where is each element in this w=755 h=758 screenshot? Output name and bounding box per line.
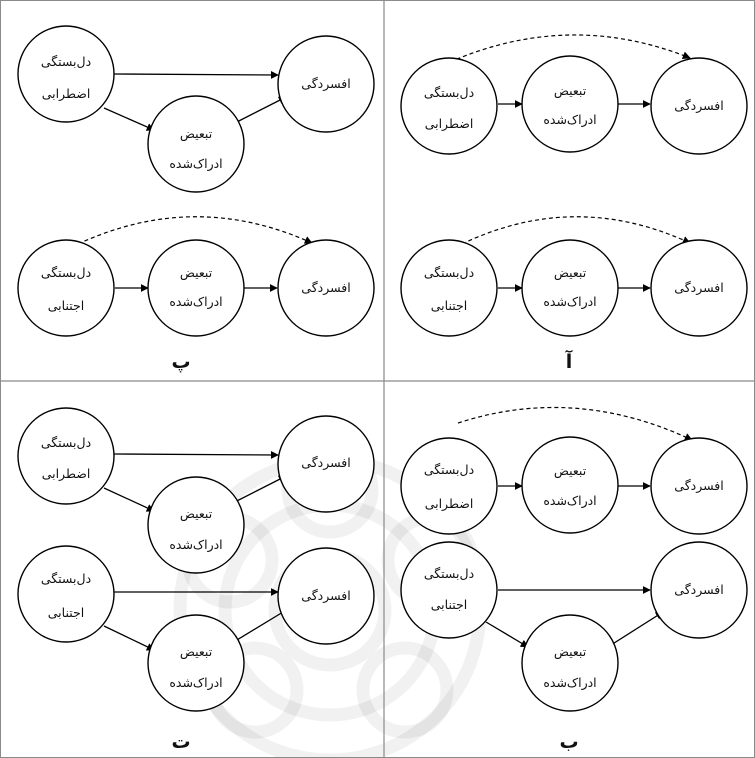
node-anxious-attachment-line1: دل‌بستگی <box>424 85 474 100</box>
node-depression-label: افسردگی <box>301 588 350 604</box>
node-depression-label: افسردگی <box>301 280 350 296</box>
node-avoidant-attachment-line1: دل‌بستگی <box>41 571 91 586</box>
node-perceived-discrimination-line2: ادراک‌شده <box>543 675 596 691</box>
node-avoidant-attachment-line2: اجتنابی <box>48 298 84 313</box>
node-perceived-discrimination-line1: تبعیض <box>180 126 213 142</box>
panel-label-te: ت <box>171 731 190 753</box>
panel-label-pe: پ <box>171 351 190 373</box>
node-depression-label: افسردگی <box>674 582 723 598</box>
node-perceived-discrimination-line2: ادراک‌شده <box>169 537 222 553</box>
node-anxious-attachment <box>400 437 498 535</box>
node-anxious-attachment <box>17 25 115 123</box>
node-anxious-attachment-line2: اضطرابی <box>425 116 474 132</box>
panel-te: دل‌بستگی اضطرابی افسردگی تبعیض ادراک‌شده… <box>17 407 375 753</box>
node-perceived-discrimination-line2: ادراک‌شده <box>169 675 222 691</box>
node-avoidant-attachment <box>400 541 498 639</box>
panel-pe: دل‌بستگی اضطرابی افسردگی تبعیض ادراک‌شده… <box>17 25 375 373</box>
edge-discrimination-to-depression <box>610 611 664 646</box>
node-anxious-attachment-line2: اضطرابی <box>425 496 474 512</box>
node-anxious-attachment-line1: دل‌بستگی <box>41 54 91 69</box>
node-anxious-attachment <box>17 407 115 505</box>
node-perceived-discrimination-line1: تبعیض <box>554 644 587 660</box>
node-anxious-attachment-line1: دل‌بستگی <box>424 462 474 477</box>
edge-anxious-to-discrimination <box>103 487 155 512</box>
node-depression <box>650 57 748 155</box>
panel-label-alef: آ <box>565 349 573 373</box>
node-perceived-discrimination <box>147 614 245 712</box>
node-avoidant-attachment <box>17 545 115 643</box>
node-avoidant-attachment-line2: اجتنابی <box>48 605 84 620</box>
node-depression <box>650 437 748 535</box>
node-depression <box>277 415 375 513</box>
edge-anxious-to-depression-dashed <box>457 406 693 441</box>
node-perceived-discrimination-line1: تبعیض <box>554 265 587 281</box>
panel-be: دل‌بستگی اضطرابی تبعیض ادراک‌شده افسردگی… <box>400 406 748 753</box>
node-perceived-discrimination <box>147 476 245 574</box>
node-depression-label: افسردگی <box>301 455 350 471</box>
node-avoidant-attachment-line1: دل‌بستگی <box>424 265 474 280</box>
node-depression <box>277 35 375 133</box>
node-depression <box>277 239 375 337</box>
edge-anxious-to-discrimination <box>103 107 155 131</box>
edge-avoidant-to-discrimination <box>485 621 529 648</box>
edge-avoidant-to-discrimination <box>103 625 155 651</box>
node-perceived-discrimination <box>147 239 245 337</box>
node-avoidant-attachment-line1: دل‌بستگی <box>41 265 91 280</box>
node-avoidant-attachment <box>17 239 115 337</box>
node-perceived-discrimination <box>521 614 619 712</box>
edge-avoidant-to-depression-dashed <box>461 216 691 245</box>
node-avoidant-attachment-line2: اجتنابی <box>431 298 467 313</box>
node-perceived-discrimination-line2: ادراک‌شده <box>169 294 222 310</box>
node-depression-label: افسردگی <box>301 76 350 92</box>
node-avoidant-attachment-line1: دل‌بستگی <box>424 566 474 581</box>
node-perceived-discrimination <box>521 436 619 534</box>
node-perceived-discrimination-line2: ادراک‌شده <box>169 156 222 172</box>
node-avoidant-attachment <box>400 239 498 337</box>
edge-avoidant-to-depression-dashed <box>77 216 313 245</box>
node-perceived-discrimination-line1: تبعیض <box>554 463 587 479</box>
panel-alef: دل‌بستگی اضطرابی تبعیض ادراک‌شده افسردگی… <box>400 34 748 373</box>
node-depression-label: افسردگی <box>674 98 723 114</box>
node-perceived-discrimination-line1: تبعیض <box>554 83 587 99</box>
node-perceived-discrimination-line1: تبعیض <box>180 506 213 522</box>
edge-anxious-to-depression <box>113 70 279 79</box>
node-perceived-discrimination-line2: ادراک‌شده <box>543 294 596 310</box>
node-perceived-discrimination <box>521 55 619 153</box>
edge-anxious-to-depression <box>113 450 279 459</box>
node-avoidant-attachment-line2: اجتنابی <box>431 597 467 612</box>
node-anxious-attachment-line2: اضطرابی <box>42 466 91 482</box>
node-perceived-discrimination-line1: تبعیض <box>180 265 213 281</box>
node-perceived-discrimination-line2: ادراک‌شده <box>543 112 596 128</box>
panel-label-be: ب <box>559 731 578 753</box>
node-depression-label: افسردگی <box>674 280 723 296</box>
node-depression <box>650 239 748 337</box>
node-perceived-discrimination-line2: ادراک‌شده <box>543 493 596 509</box>
node-depression <box>650 541 748 639</box>
node-anxious-attachment-line2: اضطرابی <box>42 86 91 102</box>
node-anxious-attachment <box>400 57 498 155</box>
node-perceived-discrimination <box>521 239 619 337</box>
node-anxious-attachment-line1: دل‌بستگی <box>41 435 91 450</box>
node-perceived-discrimination-line1: تبعیض <box>180 644 213 660</box>
node-depression <box>277 547 375 645</box>
node-perceived-discrimination <box>147 95 245 193</box>
node-depression-label: افسردگی <box>674 478 723 494</box>
